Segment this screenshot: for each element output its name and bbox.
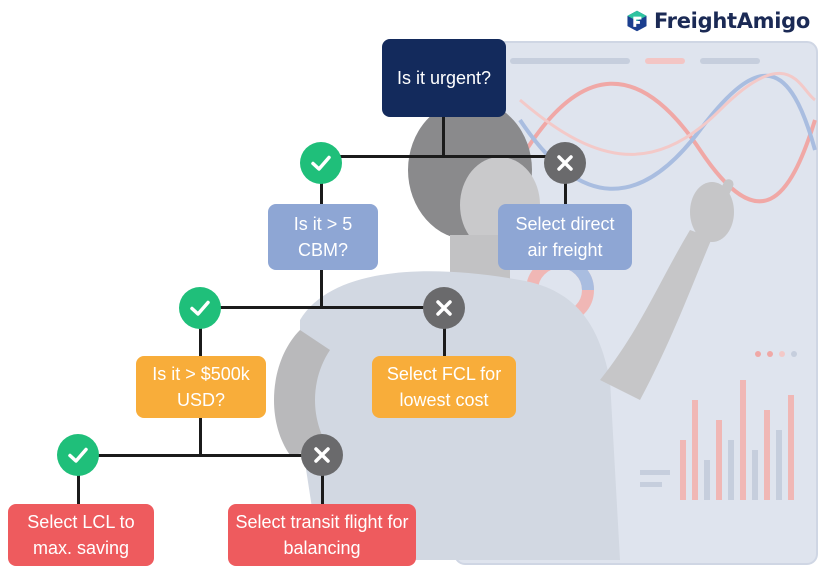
x-icon — [544, 142, 586, 184]
outcome-transit-flight-label: Select transit flight for balancing — [235, 512, 409, 558]
outcome-air-freight: Select direct air freight — [498, 204, 632, 270]
connector-cbm-down — [320, 270, 323, 308]
connector-no2 — [443, 320, 446, 360]
x-icon — [423, 287, 465, 329]
question-usd-label: Is it > $500k USD? — [152, 364, 250, 410]
check-icon — [179, 287, 221, 329]
connector-yes1 — [320, 170, 323, 205]
connector-level2 — [200, 306, 445, 309]
connector-yes3 — [77, 468, 80, 506]
connector-urgent-down — [442, 117, 445, 157]
connector-yes2 — [199, 320, 202, 360]
connector-no1 — [564, 170, 567, 205]
check-icon — [57, 434, 99, 476]
connector-level3 — [78, 454, 323, 457]
question-urgent: Is it urgent? — [382, 39, 506, 117]
question-usd: Is it > $500k USD? — [136, 356, 266, 418]
connector-usd-down — [199, 418, 202, 456]
outcome-lcl: Select LCL to max. saving — [8, 504, 154, 566]
connector-level1 — [322, 155, 566, 158]
connector-no3 — [321, 468, 324, 506]
question-urgent-label: Is it urgent? — [396, 68, 492, 88]
outcome-lcl-label: Select LCL to max. saving — [27, 512, 135, 558]
x-icon — [301, 434, 343, 476]
check-icon — [300, 142, 342, 184]
question-cbm: Is it > 5 CBM? — [268, 204, 378, 270]
outcome-fcl: Select FCL for lowest cost — [372, 356, 516, 418]
question-cbm-label: Is it > 5 CBM? — [293, 214, 353, 260]
brand-logo: FreightAmigo — [620, 2, 810, 40]
outcome-fcl-label: Select FCL for lowest cost — [386, 364, 502, 410]
outcome-air-freight-label: Select direct air freight — [515, 214, 615, 260]
outcome-transit-flight: Select transit flight for balancing — [228, 504, 416, 566]
brand-name: FreightAmigo — [653, 9, 810, 33]
freightamigo-logo-icon — [627, 10, 647, 32]
